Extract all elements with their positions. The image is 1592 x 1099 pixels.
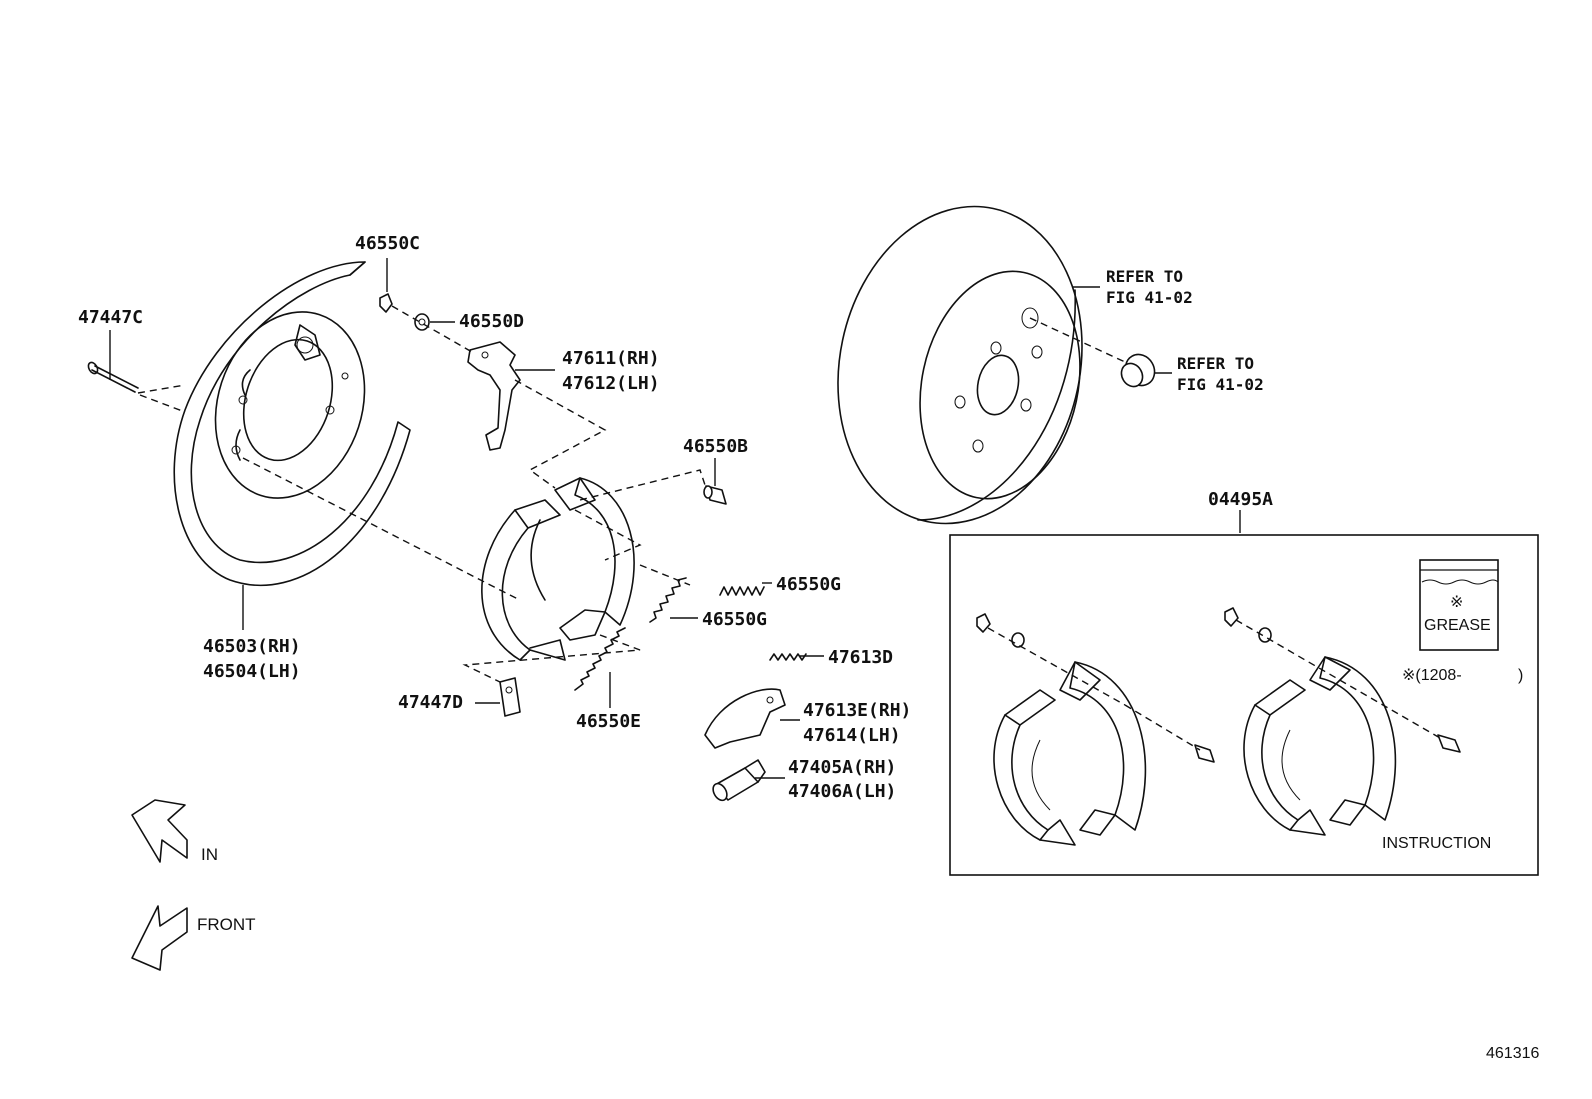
label-46550g-upper: 46550G bbox=[776, 574, 841, 595]
label-46503: 46503(RH) bbox=[203, 636, 301, 657]
kit-box bbox=[949, 534, 1539, 876]
label-47611: 47611(RH) bbox=[562, 348, 660, 369]
label-refer-disc-line2: FIG 41-02 bbox=[1106, 288, 1193, 307]
label-refer-plug-line2: FIG 41-02 bbox=[1177, 375, 1264, 394]
adjuster-47405a-drawing bbox=[712, 759, 766, 802]
label-47614: 47614(LH) bbox=[803, 725, 901, 746]
front-arrow-icon bbox=[131, 905, 188, 971]
label-kit-04495a: 04495A bbox=[1208, 489, 1273, 510]
bolt-47447c-drawing bbox=[87, 361, 139, 393]
label-47447c: 47447C bbox=[78, 307, 143, 328]
date-note-close: ) bbox=[1518, 667, 1523, 684]
spring-47613d-drawing bbox=[769, 653, 807, 661]
label-47613d: 47613D bbox=[828, 647, 893, 668]
date-note: ※(1208- bbox=[1402, 667, 1462, 684]
grease-tube-icon bbox=[1419, 559, 1499, 651]
brake-disc-drawing bbox=[837, 205, 1083, 525]
grease-label: GREASE bbox=[1424, 617, 1491, 634]
clip-47447d-drawing bbox=[499, 677, 521, 717]
leader-lines bbox=[109, 258, 1241, 779]
label-47406a: 47406A(LH) bbox=[788, 781, 896, 802]
hub-plug-drawing bbox=[1120, 353, 1156, 388]
kit-shoe-set-left bbox=[976, 613, 1215, 846]
strut-47613e-drawing bbox=[704, 688, 786, 749]
label-in: IN bbox=[201, 845, 218, 864]
backing-plate-drawing bbox=[173, 261, 411, 587]
label-47612: 47612(LH) bbox=[562, 373, 660, 394]
kit-shoe-set-right bbox=[1224, 607, 1461, 836]
spring-46550e-drawing bbox=[574, 627, 626, 691]
figure-number: 461316 bbox=[1486, 1045, 1539, 1062]
label-46550d: 46550D bbox=[459, 311, 524, 332]
label-47405a: 47405A(RH) bbox=[788, 757, 896, 778]
label-46550g-lower: 46550G bbox=[702, 609, 767, 630]
instruction-label: INSTRUCTION bbox=[1382, 835, 1491, 852]
spring-46550g-lower-drawing bbox=[649, 577, 687, 623]
label-46504: 46504(LH) bbox=[203, 661, 301, 682]
label-47447d: 47447D bbox=[398, 692, 463, 713]
label-46550e: 46550E bbox=[576, 711, 641, 732]
assembly-dashed-lines bbox=[137, 305, 1126, 683]
label-46550c: 46550C bbox=[355, 233, 420, 254]
spring-46550g-upper-drawing bbox=[719, 586, 765, 596]
in-arrow-icon bbox=[131, 799, 188, 863]
label-front: FRONT bbox=[197, 915, 256, 934]
clip-46550c-drawing bbox=[379, 293, 393, 313]
label-refer-disc-line1: REFER TO bbox=[1106, 267, 1183, 286]
brake-shoes-drawing bbox=[481, 477, 635, 661]
label-refer-plug-line1: REFER TO bbox=[1177, 354, 1254, 373]
lever-47611-drawing bbox=[467, 341, 521, 451]
label-47613e: 47613E(RH) bbox=[803, 700, 911, 721]
grease-mark: ※ bbox=[1450, 594, 1463, 611]
pin-46550b-drawing bbox=[703, 485, 727, 505]
label-46550b: 46550B bbox=[683, 436, 748, 457]
washer-46550d-drawing bbox=[414, 313, 430, 331]
